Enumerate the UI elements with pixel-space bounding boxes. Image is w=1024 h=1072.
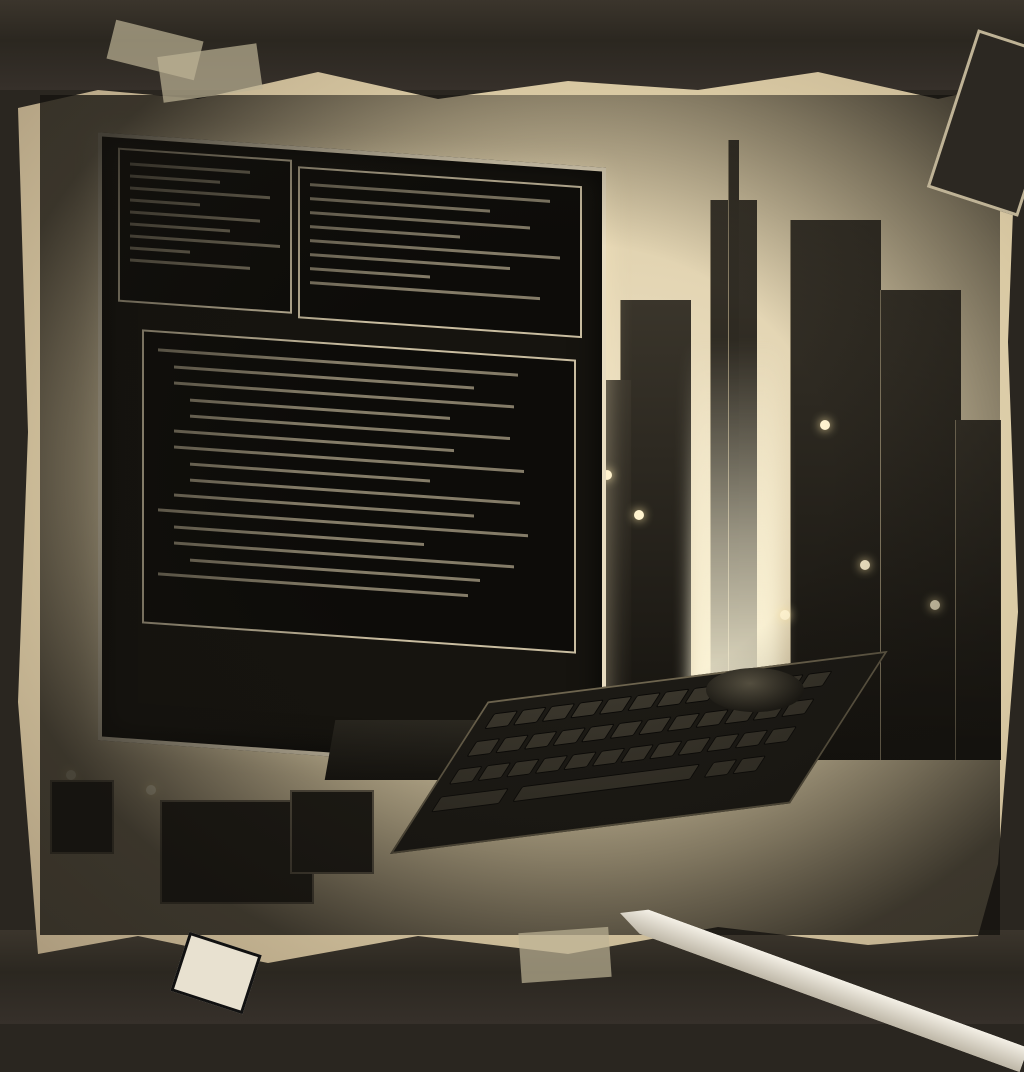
computer-monitor <box>98 132 606 776</box>
hardware-box <box>50 780 114 854</box>
city-light <box>780 610 790 620</box>
masking-tape <box>518 926 612 984</box>
code-pane <box>118 147 292 314</box>
code-pane <box>298 166 582 339</box>
city-light <box>820 420 830 430</box>
city-light <box>146 785 156 795</box>
hardware-box <box>290 790 374 874</box>
city-light <box>860 560 870 570</box>
city-light <box>634 510 644 520</box>
computer-mouse <box>706 668 804 712</box>
tower <box>955 420 1001 760</box>
city-light <box>930 600 940 610</box>
code-editor-pane <box>142 329 576 654</box>
light-beam <box>690 340 780 700</box>
illustration-scene <box>0 0 1024 1024</box>
city-light <box>66 770 76 780</box>
tower <box>880 290 961 760</box>
